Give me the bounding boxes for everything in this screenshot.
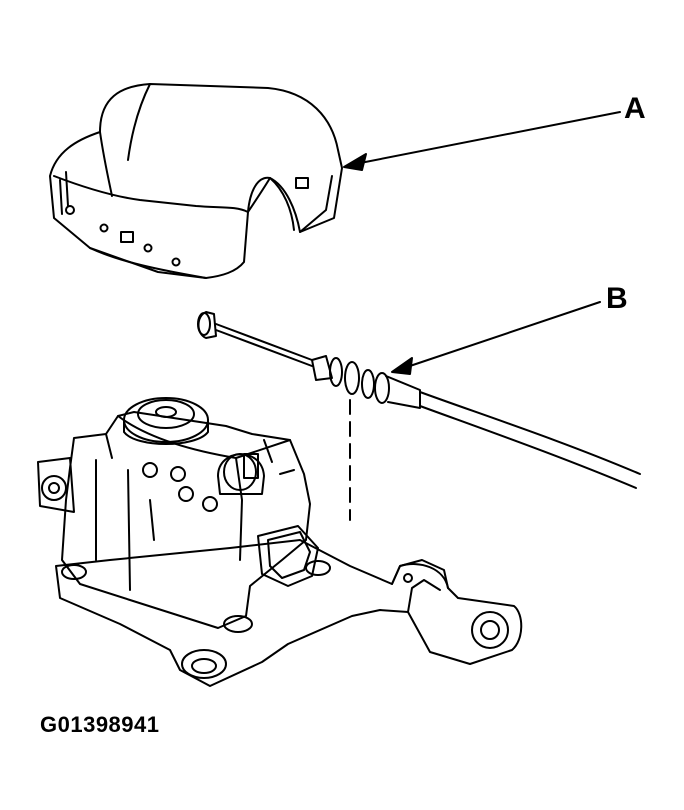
cable-part-b bbox=[198, 312, 640, 488]
actuator-assembly bbox=[38, 398, 521, 686]
figure-code: G01398941 bbox=[40, 712, 160, 737]
leader-line-a bbox=[344, 112, 620, 170]
leader-line-b bbox=[392, 302, 600, 374]
cover-part-a bbox=[50, 84, 342, 278]
callout-label-b: B bbox=[606, 282, 628, 315]
callout-label-a: A bbox=[624, 92, 646, 125]
